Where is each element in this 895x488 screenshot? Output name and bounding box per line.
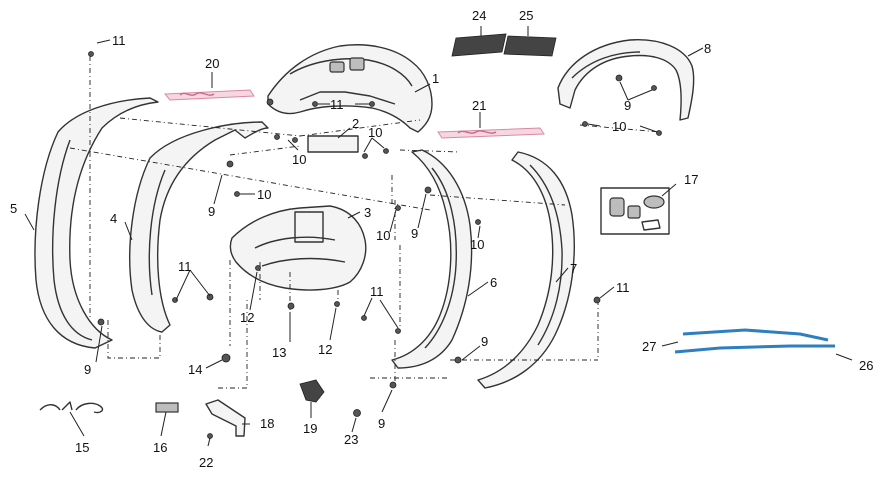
part-22-screw [207,433,213,447]
label-11a: 11 [112,33,126,48]
label-6: 6 [490,275,497,290]
part-1-front-panel [267,44,433,133]
label-11c: 11 [178,259,192,274]
label-10d: 10 [376,228,390,243]
fasteners [88,51,662,389]
label-5: 5 [10,201,17,216]
part-16-emblem [155,402,179,413]
label-9a: 9 [208,204,215,219]
label-23: 23 [344,432,358,447]
label-16: 16 [153,440,167,455]
label-1: 1 [432,71,439,86]
part-14-grommet [221,353,231,363]
label-12a: 12 [240,310,254,325]
part-15-emblem [39,401,104,414]
part-17-switch-assembly [600,187,670,235]
callout-numbers: 1 2 3 4 5 6 7 8 9 9 9 9 9 9 10 10 10 10 … [10,8,873,470]
part-5-left-side-cover [34,97,159,349]
label-11b: 11 [330,97,344,112]
label-9f: 9 [624,98,631,113]
label-14: 14 [188,362,202,377]
part-2-plate [307,135,359,153]
label-15: 15 [75,440,89,455]
part-4-left-inner-cover [129,121,269,333]
part-27-stripe [682,328,829,342]
part-8-rear-cover [557,39,695,121]
label-24: 24 [472,8,486,23]
label-21: 21 [472,98,486,113]
part-26-stripe [674,344,835,354]
label-26: 26 [859,358,873,373]
label-9b: 9 [411,226,418,241]
leader-lines [24,26,853,437]
part-6-right-inner-cover [391,149,473,369]
part-3-center-lower-panel [229,205,367,291]
part-20-decal [163,89,255,101]
part-7-right-side-cover [477,151,575,389]
label-22: 22 [199,455,213,470]
label-2: 2 [352,116,359,131]
label-11d: 11 [370,284,384,299]
label-10a: 10 [368,125,382,140]
label-20: 20 [205,56,219,71]
label-7: 7 [570,261,577,276]
label-9e: 9 [378,416,385,431]
label-9c: 9 [84,362,91,377]
part-19-clip [299,379,325,403]
assembly-lines [69,56,661,389]
label-10b: 10 [292,152,306,167]
part-23-nut [353,409,361,417]
label-19: 19 [303,421,317,436]
part-18-bracket [205,399,246,437]
label-25: 25 [519,8,533,23]
label-9d: 9 [481,334,488,349]
label-10c: 10 [257,187,271,202]
label-11e: 11 [616,280,630,295]
label-17: 17 [684,172,698,187]
part-21-decal [437,127,545,139]
label-10e: 10 [470,237,484,252]
label-27: 27 [642,339,656,354]
label-4: 4 [110,211,117,226]
part-24-decal [451,33,507,57]
label-13: 13 [272,345,286,360]
label-3: 3 [364,205,371,220]
label-18: 18 [260,416,274,431]
label-12b: 12 [318,342,332,357]
label-10f: 10 [612,119,626,134]
label-8: 8 [704,41,711,56]
part-25-decal [503,35,557,57]
